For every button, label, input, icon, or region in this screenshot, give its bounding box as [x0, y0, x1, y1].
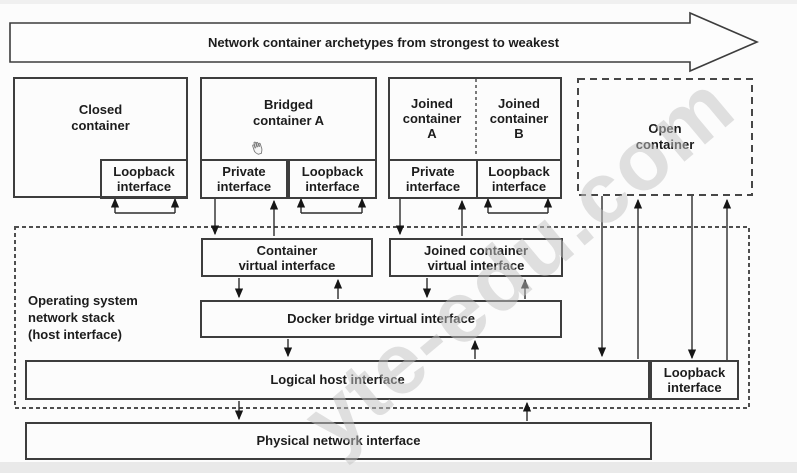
bottom-edge-band	[0, 462, 797, 473]
connector-group	[110, 196, 732, 421]
top-edge-band	[0, 0, 797, 4]
open-container-box	[577, 78, 753, 196]
bridged-loopback-interface-box	[288, 159, 377, 199]
joined-virtual-interface-box	[389, 238, 563, 277]
banner-arrow-shape	[9, 11, 760, 73]
docker-bridge-interface-box	[200, 300, 562, 338]
closed-loopback-interface-box	[100, 159, 188, 199]
joined-loopback-interface-box	[476, 159, 562, 199]
container-virtual-interface-box	[201, 238, 373, 277]
host-loopback-interface-box	[650, 360, 739, 400]
bridged-private-interface-box	[200, 159, 288, 199]
physical-network-interface-box	[25, 422, 652, 460]
joined-private-interface-box	[388, 159, 478, 199]
os-network-stack-box	[14, 226, 750, 409]
logical-host-interface-box	[25, 360, 650, 400]
hand-pointer-cursor-icon	[249, 138, 267, 156]
